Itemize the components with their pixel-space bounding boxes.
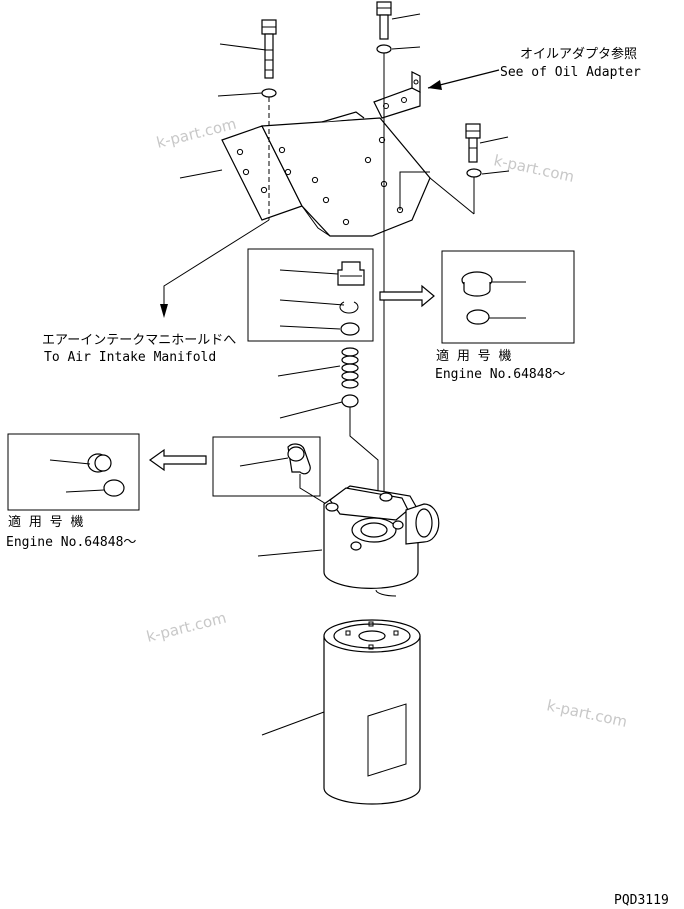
valve-parts-box [247, 248, 374, 342]
leader-plug-center [239, 457, 289, 467]
leader-spring-seat [279, 401, 343, 419]
leader-filter-head [257, 549, 323, 557]
leader-filter-cartridge [261, 711, 325, 736]
oil-adapter-note-en: See of Oil Adapter [500, 65, 641, 80]
washer-left [261, 88, 277, 98]
o-ring-small [340, 322, 360, 336]
leader-washer-right [481, 170, 510, 175]
new-parts-box-left [7, 433, 140, 511]
plug-box-center [212, 436, 321, 497]
new-seal-left [103, 479, 125, 497]
applicable-label-left: 適 用 号 機 [8, 514, 83, 530]
engine-no-left: Engine No.64848〜 [6, 535, 136, 550]
air-intake-note-en: To Air Intake Manifold [44, 350, 216, 365]
snap-ring [339, 301, 359, 314]
leader-bolt-right [479, 136, 509, 144]
leader-bolt-left [219, 43, 267, 51]
main-bracket [221, 111, 431, 237]
oil-adapter-note-jp: オイルアダプタ参照 [520, 46, 637, 62]
new-parts-box-right [441, 250, 575, 344]
leader-valve-plug [279, 269, 339, 275]
plug-center [287, 443, 311, 475]
engine-no-right: Engine No.64848〜 [435, 367, 565, 382]
leader-bracket [179, 169, 223, 179]
bolt-right [465, 123, 481, 163]
watermark-2: k-part.com [492, 151, 576, 186]
spring-seat [341, 394, 359, 408]
washer-center [376, 44, 392, 54]
leader-washer-center [391, 46, 421, 50]
air-intake-note-jp: エアーインテークマニホールドへ [42, 333, 236, 348]
air-intake-arrow-head [160, 304, 168, 318]
leader-new-plug-left [49, 459, 91, 465]
air-intake-route [163, 219, 270, 306]
filter-head [323, 485, 440, 597]
watermark-3: k-part.com [145, 609, 229, 646]
arrow-to-new-plug [148, 448, 207, 472]
applicable-label-right: 適 用 号 機 [436, 348, 511, 364]
leader-o-ring-small [279, 325, 341, 330]
valve-plug [337, 261, 365, 286]
right-bolt-link [429, 177, 475, 215]
filter-cartridge [323, 619, 421, 805]
adapter-bracket [373, 71, 421, 119]
adapter-arrow-head [428, 80, 442, 90]
new-plug-left [87, 453, 112, 473]
plug-route [299, 474, 337, 511]
leader-washer-left [217, 92, 263, 97]
new-seal-right [466, 309, 490, 325]
leader-bolt-center [391, 13, 421, 20]
right-bolt-route [399, 171, 430, 210]
new-plug-right [461, 271, 493, 297]
leader-snap-ring [279, 299, 345, 306]
leader-spring [277, 365, 341, 377]
leader-new-seal-left [65, 489, 105, 493]
washer-right [466, 168, 482, 178]
arrow-to-new-parts [379, 284, 435, 308]
drawing-code: PQD3119 [614, 893, 669, 908]
bolt-center [376, 1, 392, 40]
spring-route [349, 407, 379, 494]
bolt-left [261, 19, 277, 79]
spring [341, 347, 359, 389]
watermark-4: k-part.com [545, 696, 629, 731]
